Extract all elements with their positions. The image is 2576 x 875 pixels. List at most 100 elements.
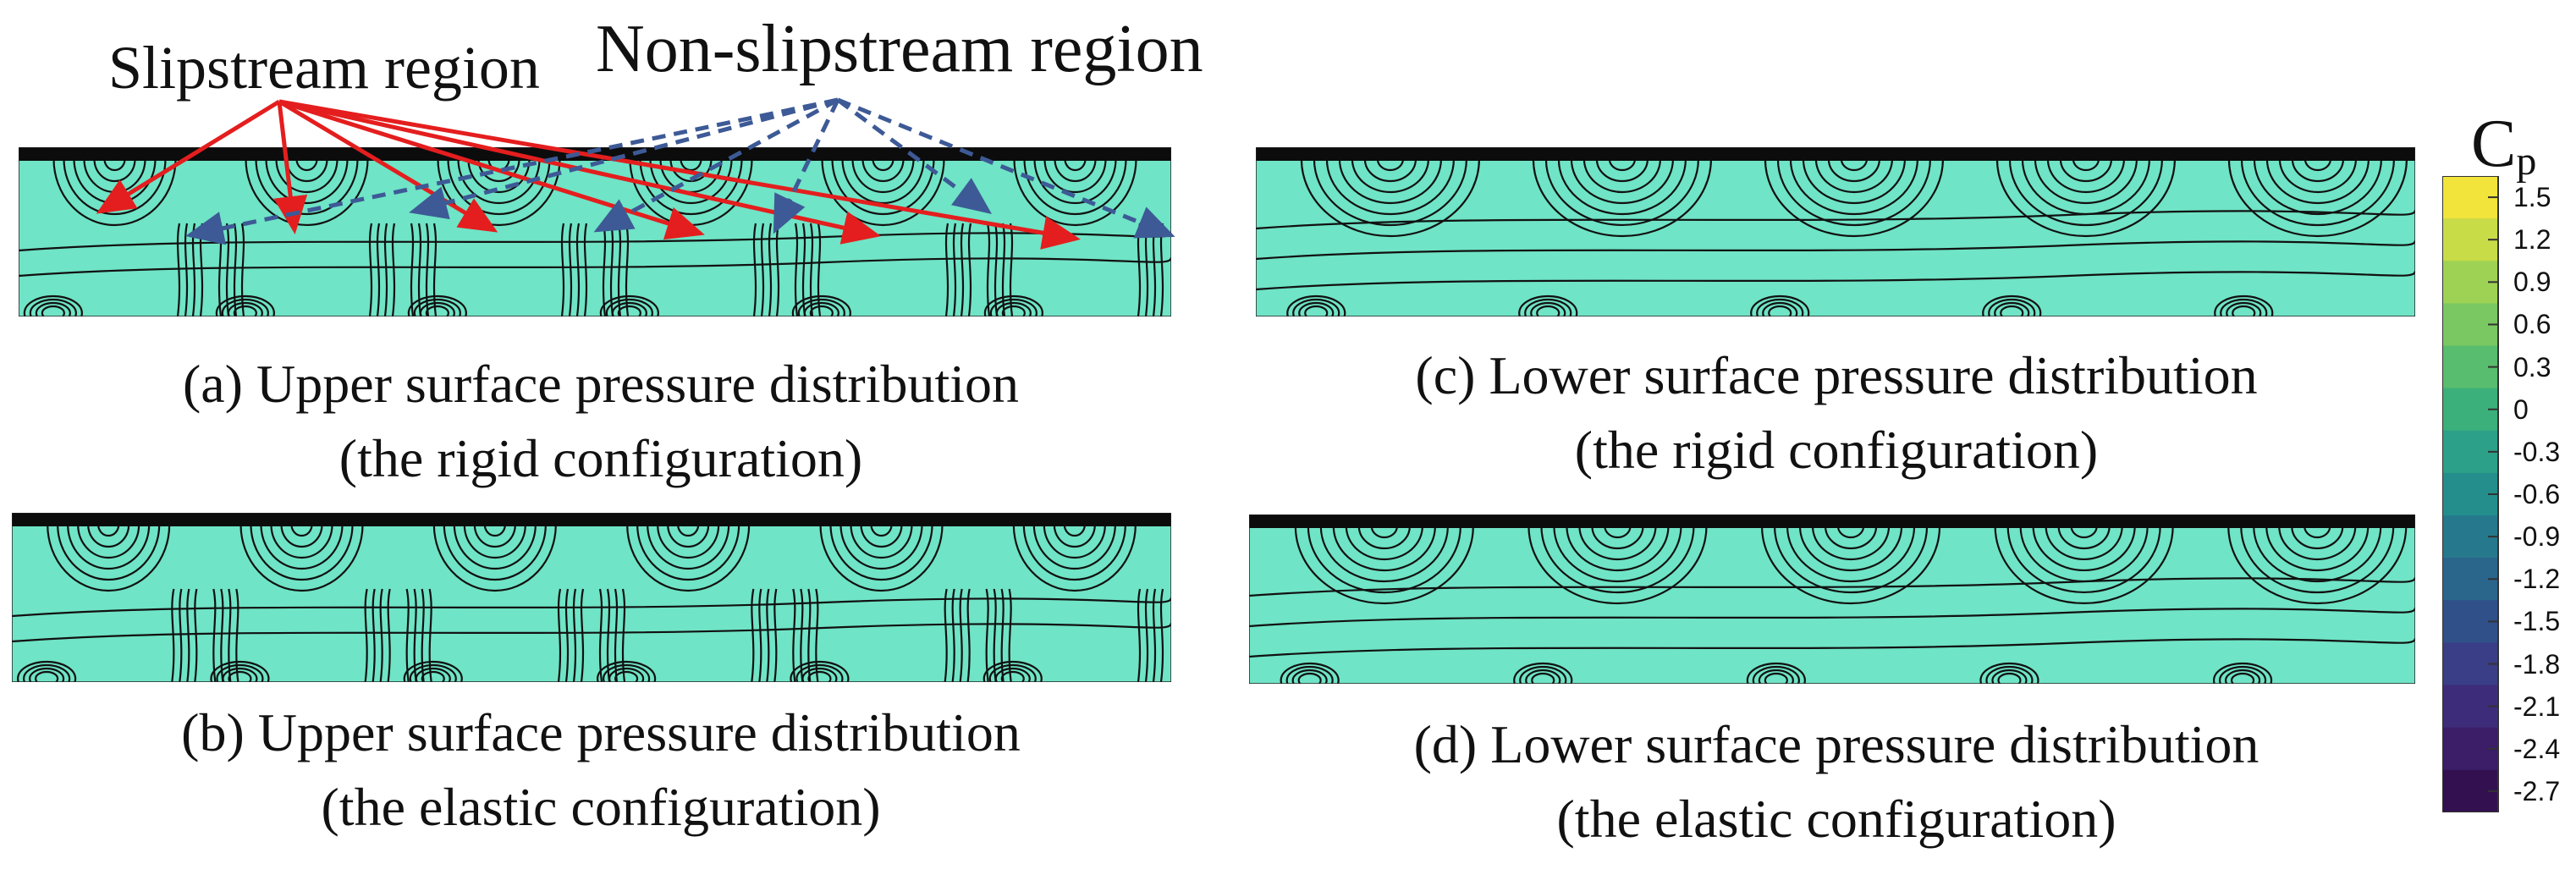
trailing-edge-loop [1985, 665, 2034, 684]
trailing-edge-loop [1758, 669, 1794, 684]
colorbar-tick-label: -2.4 [2513, 733, 2561, 764]
contour-ring [2227, 158, 2408, 238]
contour-ring [2304, 158, 2332, 172]
contour-ring [626, 524, 751, 592]
caption-a-line2: (the rigid configuration) [339, 428, 863, 488]
slipstream-contour [405, 588, 410, 682]
contour-ring [1776, 158, 1932, 227]
contour-ring [667, 524, 710, 548]
spanwise-contour [1256, 239, 2415, 261]
pressure-field [19, 147, 1171, 316]
panel-c-contour-plot [1256, 147, 2415, 316]
contour-ring [1544, 158, 1700, 227]
leading-edge-band [12, 513, 1171, 526]
contour-ring [839, 524, 923, 570]
slipstream-contour [598, 588, 603, 682]
contour-ring [1760, 526, 1941, 605]
contour-ring [1836, 526, 1865, 539]
trailing-edge-loop [403, 660, 463, 682]
contour-ring [270, 524, 333, 559]
slipstream-region-label: Slipstream region [108, 34, 540, 102]
contour-ring [1578, 526, 1657, 561]
spanwise-contour [1249, 637, 2415, 658]
trailing-edge-loop [1291, 669, 1328, 684]
contour-ring [1357, 526, 1411, 550]
trailing-edge-loop [2212, 662, 2273, 684]
colorbar-tick-label: -0.9 [2513, 521, 2561, 553]
contour-ring [870, 524, 893, 537]
colorbar-tick-label: -2.1 [2513, 691, 2561, 722]
contour-ring [1527, 526, 1708, 605]
slipstream-contour [1137, 588, 1142, 682]
trailing-edge-loop [35, 301, 71, 316]
contour-ring [1786, 526, 1916, 583]
colorbar-tick-label: -1.2 [2513, 564, 2561, 595]
contour-ring [1553, 526, 1682, 583]
non-slipstream-region-label: Non-slipstream region [596, 12, 1203, 86]
slipstream-contour [372, 588, 376, 682]
contour-ring [1557, 158, 1687, 216]
trailing-edge-loop [614, 670, 639, 682]
trailing-edge-loop [1297, 672, 1322, 684]
slipstream-contour [212, 588, 217, 682]
trailing-edge-loop [1756, 298, 1804, 316]
contour-ring [2253, 526, 2382, 583]
trailing-edge-loop [407, 294, 467, 316]
trailing-edge-loop [425, 305, 449, 316]
spanwise-contour [1249, 607, 2415, 628]
trailing-edge-loop [419, 301, 455, 316]
contour-ring [1325, 158, 1456, 216]
slipstream-contour [985, 588, 989, 682]
slipstream-contour [614, 588, 619, 682]
spanwise-contour [1256, 209, 2415, 230]
panel-c-svg [1256, 147, 2415, 316]
trailing-edge-loop [2218, 665, 2267, 684]
slipstream-contour [186, 588, 190, 682]
colorbar-tick-label: -0.3 [2513, 436, 2561, 467]
colorbar-tick-label: -1.5 [2513, 606, 2561, 637]
trailing-edge-loop [989, 298, 1038, 316]
contour-ring [290, 524, 313, 537]
contour-ring [1827, 158, 1881, 183]
trailing-edge-loop [41, 305, 65, 316]
colorbar-tick-label: 0.9 [2513, 267, 2551, 298]
contour-ring [1591, 526, 1644, 550]
contour-ring [280, 524, 323, 548]
contour-ring [1338, 158, 1443, 205]
contour-lines [1249, 526, 2415, 684]
slipstream-contour [194, 588, 198, 682]
colorbar-tick-label: 1.5 [2513, 182, 2551, 213]
contour-ring [1319, 526, 1449, 583]
trailing-edge-loop [1994, 301, 2030, 316]
contour-ring [1532, 158, 1713, 238]
contour-ring [1363, 158, 1417, 183]
trailing-edge-loop [1530, 301, 1566, 316]
trailing-edge-loop [2226, 301, 2262, 316]
trailing-edge-loop [1982, 294, 2042, 316]
slipstream-contour [944, 588, 948, 682]
contour-ring [1307, 526, 1461, 594]
trailing-edge-loop [1764, 672, 1788, 684]
trailing-edge-loop [17, 660, 77, 682]
trailing-edge-loop [803, 301, 839, 316]
contour-ring [1376, 158, 1405, 172]
spanwise-contour [1249, 576, 2415, 597]
contour-ring [2265, 158, 2370, 205]
trailing-edge-loop [1997, 672, 2022, 684]
contour-ring [2006, 526, 2161, 594]
trailing-edge-loop [1524, 298, 1572, 316]
slipstream-contour [413, 588, 417, 682]
slipstream-contour [966, 588, 971, 682]
contour-ring [1313, 158, 1468, 227]
trailing-edge-loop [1536, 305, 1560, 316]
colorbar-tick-label: -1.8 [2513, 648, 2561, 680]
contour-ring [647, 524, 730, 570]
leading-edge-band [1249, 515, 2415, 528]
trailing-edge-loop [795, 663, 844, 682]
contour-ring [2070, 526, 2098, 539]
trailing-edge-loop [995, 301, 1032, 316]
slipstream-contour [580, 588, 585, 682]
contour-ring [2045, 526, 2123, 561]
contour-ring [2008, 158, 2164, 227]
contour-ring [1300, 158, 1481, 238]
